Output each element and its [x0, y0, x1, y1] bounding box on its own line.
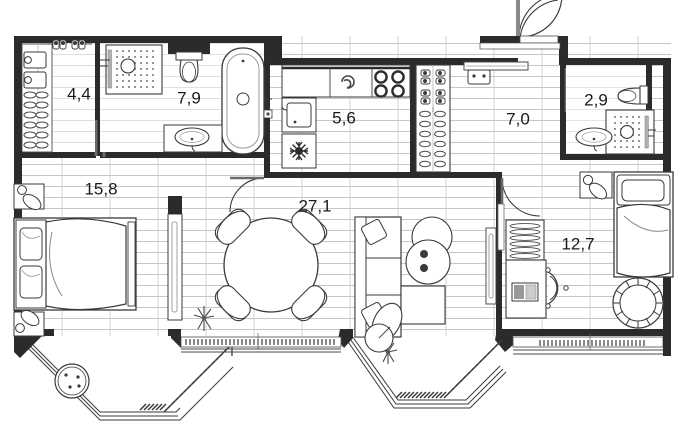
- entrance-door: [479, 0, 568, 50]
- bath-fitting: [263, 109, 273, 119]
- kitchen-sink: [281, 97, 317, 133]
- hall-wardrobe: [415, 64, 451, 173]
- room-living-contents: [193, 208, 497, 353]
- mirror-panel: [167, 196, 183, 321]
- bay-window-center-glazing: [395, 339, 503, 399]
- four-burner-hob: [374, 70, 405, 98]
- dining-chairs: [214, 208, 328, 322]
- toilet-guest: [617, 85, 649, 105]
- room-bathroom-main-contents: [100, 38, 273, 155]
- window-radiator-band-center: [180, 333, 342, 353]
- round-armchair: [612, 277, 664, 329]
- coffee-table: [400, 285, 446, 325]
- plant-dining: [193, 306, 215, 331]
- toilet-main: [168, 38, 210, 83]
- area-label-bedroom-right: 12,7: [561, 234, 594, 253]
- area-label-bathroom-guest: 2,9: [584, 90, 608, 109]
- shoe-pairs: [47, 39, 92, 50]
- single-bed: [613, 171, 674, 278]
- bay-window-center: [338, 329, 513, 409]
- area-label-kitchen: 5,6: [332, 108, 356, 127]
- room-bathroom-guest-contents: [566, 65, 656, 155]
- area-label-bathroom-main: 7,9: [177, 88, 201, 107]
- extractor-hood: [341, 75, 355, 89]
- radiator-bedroom-right: [497, 203, 505, 251]
- shower-main: [100, 44, 163, 95]
- plant-living: [364, 302, 403, 353]
- room-hallway-contents: [463, 61, 529, 85]
- nightstand-right: [579, 171, 613, 200]
- shower-guest: [605, 109, 656, 155]
- closet-right: [505, 219, 545, 261]
- area-label-living-room: 27,1: [298, 196, 331, 215]
- area-label-bedroom-left: 15,8: [84, 179, 117, 198]
- double-bed: [13, 217, 137, 311]
- round-pouf: [54, 363, 90, 399]
- bathtub: [221, 47, 272, 155]
- room-bedroom-left-contents: [13, 183, 183, 337]
- area-label-wardrobe: 4,4: [67, 84, 91, 103]
- room-kitchen-contents: [281, 64, 411, 169]
- window-radiator-band-right: [512, 330, 671, 356]
- refrigerator: [281, 133, 317, 169]
- desk-chair: [545, 267, 569, 309]
- area-labels: 4,4 7,9 5,6 7,0 2,9 15,8 27,1 12,7: [67, 84, 608, 253]
- area-label-hallway: 7,0: [506, 109, 530, 128]
- washbasin-main: [163, 124, 223, 153]
- bay-window-left-glazing: [139, 341, 235, 413]
- room-bedroom-right-contents: [497, 171, 674, 329]
- round-side-tables: [405, 216, 453, 285]
- nightstand-bottom: [13, 309, 45, 337]
- desk-right: [505, 259, 547, 319]
- console-stool: [467, 69, 491, 85]
- room-wardrobe-contents: [21, 39, 95, 153]
- round-dining-table: [223, 217, 319, 313]
- washbasin-guest: [575, 127, 613, 152]
- nightstand-top: [13, 183, 45, 211]
